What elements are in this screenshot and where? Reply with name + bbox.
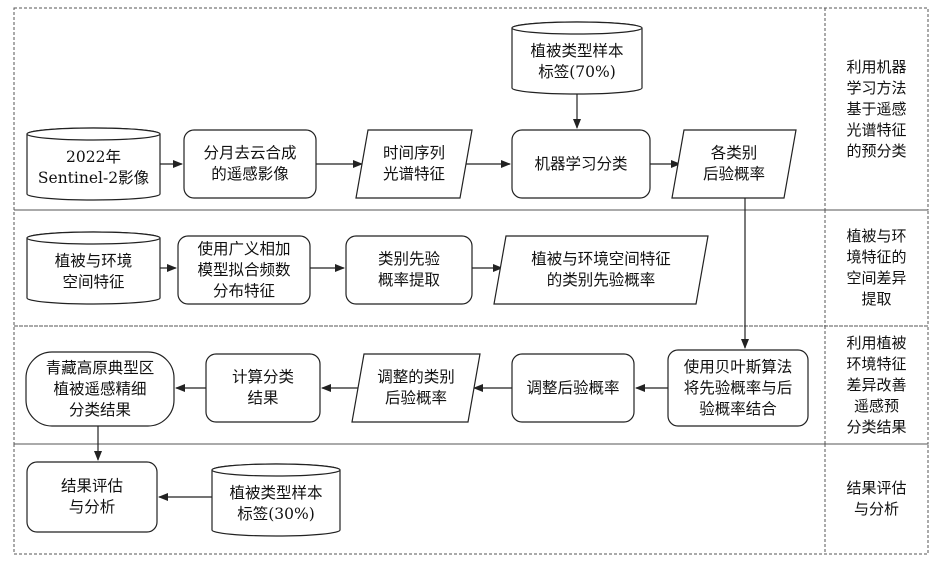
stage-label-4: 结果评估 与分析: [846, 479, 907, 518]
process-box-shape: [667, 349, 809, 427]
node-prior-extract: [345, 235, 473, 305]
node-adjusted: [351, 353, 481, 423]
data-parallelogram-shape: [493, 235, 709, 305]
node-gam: [177, 235, 311, 305]
process-box-shape: [511, 353, 635, 423]
data-parallelogram-shape: [351, 353, 481, 423]
database-cylinder-top: [211, 463, 341, 477]
data-parallelogram-shape: [355, 129, 473, 199]
database-cylinder-top: [26, 231, 161, 245]
stage-frame-4: [13, 443, 929, 555]
node-compute: [205, 353, 321, 423]
database-cylinder-top: [26, 127, 161, 141]
terminal-shape: [25, 351, 175, 427]
process-box-shape: [345, 235, 473, 305]
node-result: [25, 351, 175, 427]
node-test: [211, 463, 341, 537]
node-prior: [493, 235, 709, 305]
stage-label-1: 利用机器 学习方法 基于遥感 光谱特征 的预分类: [846, 57, 907, 160]
process-box-shape: [183, 129, 317, 199]
process-box-shape: [26, 461, 158, 533]
node-s2: [26, 127, 161, 201]
node-train: [511, 21, 643, 95]
node-bayes: [667, 349, 809, 427]
node-timeseries: [355, 129, 473, 199]
process-box-shape: [511, 129, 651, 199]
process-box-shape: [205, 353, 321, 423]
node-ml: [511, 129, 651, 199]
database-cylinder-top: [511, 21, 643, 35]
process-box-shape: [177, 235, 311, 305]
data-parallelogram-shape: [671, 129, 797, 199]
node-composite: [183, 129, 317, 199]
node-eval: [26, 461, 158, 533]
stage-label-3: 利用植被 环境特征 差异改善 遥感预 分类结果: [846, 333, 907, 436]
node-env: [26, 231, 161, 305]
node-adjust: [511, 353, 635, 423]
stage-label-2: 植被与环 境特征的 空间差异 提取: [846, 227, 907, 308]
stage-frame-3: [13, 325, 929, 445]
node-posterior: [671, 129, 797, 199]
